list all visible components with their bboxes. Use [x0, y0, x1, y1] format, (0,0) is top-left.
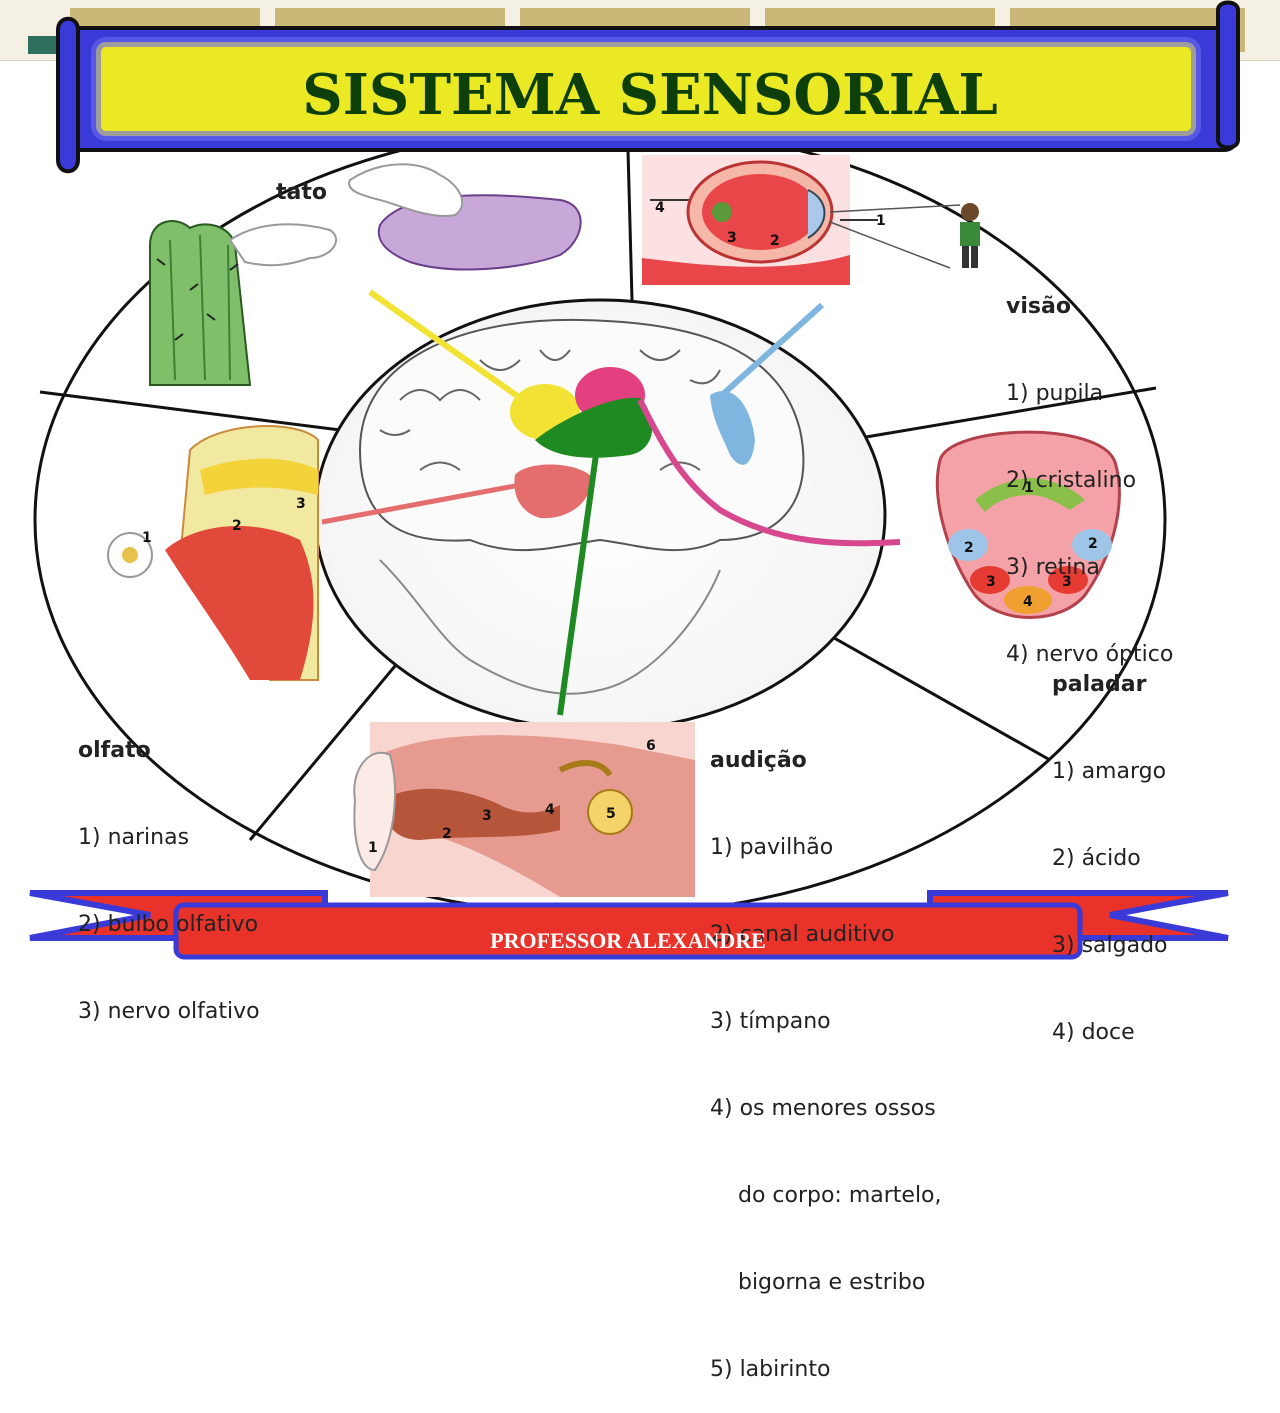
olfato-item: 2) bulbo olfativo [78, 912, 259, 937]
audicao-item: 3) tímpano [710, 1009, 831, 1034]
strip-square [28, 36, 56, 54]
divider-line [859, 386, 1157, 440]
visao-brain-area [710, 391, 755, 465]
footer-author: PROFESSOR ALEXANDRE [490, 928, 766, 953]
brain-folds [379, 349, 721, 471]
person-figure [960, 203, 980, 268]
divider-line [39, 390, 341, 432]
audicao-illustration [353, 722, 695, 897]
paladar-illustration [935, 430, 1121, 619]
visao-heading: visão [1006, 294, 1071, 319]
eye-marker: 1 [876, 213, 886, 229]
olfato-heading: olfato [78, 738, 151, 763]
olfato-item: 3) nervo olfativo [78, 999, 260, 1024]
title-banner [56, 0, 1240, 174]
ear-marker: 5 [606, 806, 616, 822]
visao-item: 2) cristalino [1006, 468, 1137, 493]
audicao-item: 5) labirinto [710, 1357, 831, 1382]
divider-line [626, 149, 634, 301]
audicao-item: 2) canal auditivo [710, 922, 895, 947]
divider-line [819, 628, 1051, 762]
audicao-item: do corpo: martelo, [710, 1183, 942, 1208]
tongue-marker: 1 [1024, 480, 1034, 496]
paladar-item: 4) doce [1052, 1020, 1135, 1045]
ear-marker: 1 [368, 840, 378, 856]
visao-connector [719, 302, 825, 398]
footer-banner [29, 890, 1229, 960]
nose-marker: 3 [296, 496, 306, 512]
eye-marker: 3 [727, 230, 737, 246]
tato-heading: tato [276, 180, 327, 205]
sensory-diagram: 4 3 2 1 1 2 2 3 3 4 1 2 3 1 2 3 4 5 6 [29, 0, 1240, 960]
paladar-item: 3) salgado [1052, 933, 1168, 958]
audicao-item: 4) os menores ossos [710, 1096, 936, 1121]
tongue-marker: 2 [1088, 536, 1098, 552]
tato-illustration [149, 163, 582, 386]
tongue-marker: 4 [1023, 594, 1033, 610]
face-profile [379, 559, 721, 695]
audicao-brain-area [535, 397, 653, 458]
visao-item: 3) retina [1006, 555, 1100, 580]
audicao-label: audição 1) pavilhão 2) canal auditivo 3)… [710, 688, 942, 1413]
olfato-connector [321, 482, 521, 525]
audicao-item: bigorna e estribo [710, 1270, 926, 1295]
olfato-item: 1) narinas [78, 825, 190, 850]
paladar-item: 2) ácido [1052, 846, 1141, 871]
paladar-heading: paladar [1052, 672, 1147, 697]
olfato-illustration [107, 425, 319, 681]
page-title: SISTEMA SENSORIAL [302, 62, 998, 128]
tongue-marker: 2 [964, 540, 974, 556]
nose-marker: 2 [232, 518, 242, 534]
tongue-marker: 3 [1062, 574, 1072, 590]
paladar-label: paladar 1) amargo 2) ácido 3) salgado 4)… [1052, 612, 1168, 1076]
audicao-connector [557, 439, 601, 716]
number-markers: 4 3 2 1 1 2 2 3 3 4 1 2 3 1 2 3 4 5 6 [142, 200, 1098, 856]
tongue-marker: 3 [986, 574, 996, 590]
nose-marker: 1 [142, 530, 152, 546]
ear-marker: 6 [646, 738, 656, 754]
visao-illustration [642, 155, 961, 285]
ear-marker: 3 [482, 808, 492, 824]
olfato-label: olfato 1) narinas 2) bulbo olfativo 3) n… [78, 678, 260, 1055]
paladar-item: 1) amargo [1052, 759, 1167, 784]
divider-line [248, 659, 402, 841]
paladar-connector [637, 398, 901, 547]
olfato-brain-area [514, 464, 591, 519]
ear-marker: 2 [442, 826, 452, 842]
audicao-heading: audição [710, 748, 807, 773]
visao-item: 1) pupila [1006, 381, 1104, 406]
visao-label: visão 1) pupila 2) cristalino 3) retina … [1006, 234, 1173, 698]
visao-item: 4) nervo óptico [1006, 642, 1174, 667]
eye-marker: 4 [655, 200, 665, 216]
audicao-item: 1) pavilhão [710, 835, 834, 860]
tato-connector [368, 289, 532, 408]
eye-marker: 2 [770, 233, 780, 249]
ear-marker: 4 [545, 802, 555, 818]
